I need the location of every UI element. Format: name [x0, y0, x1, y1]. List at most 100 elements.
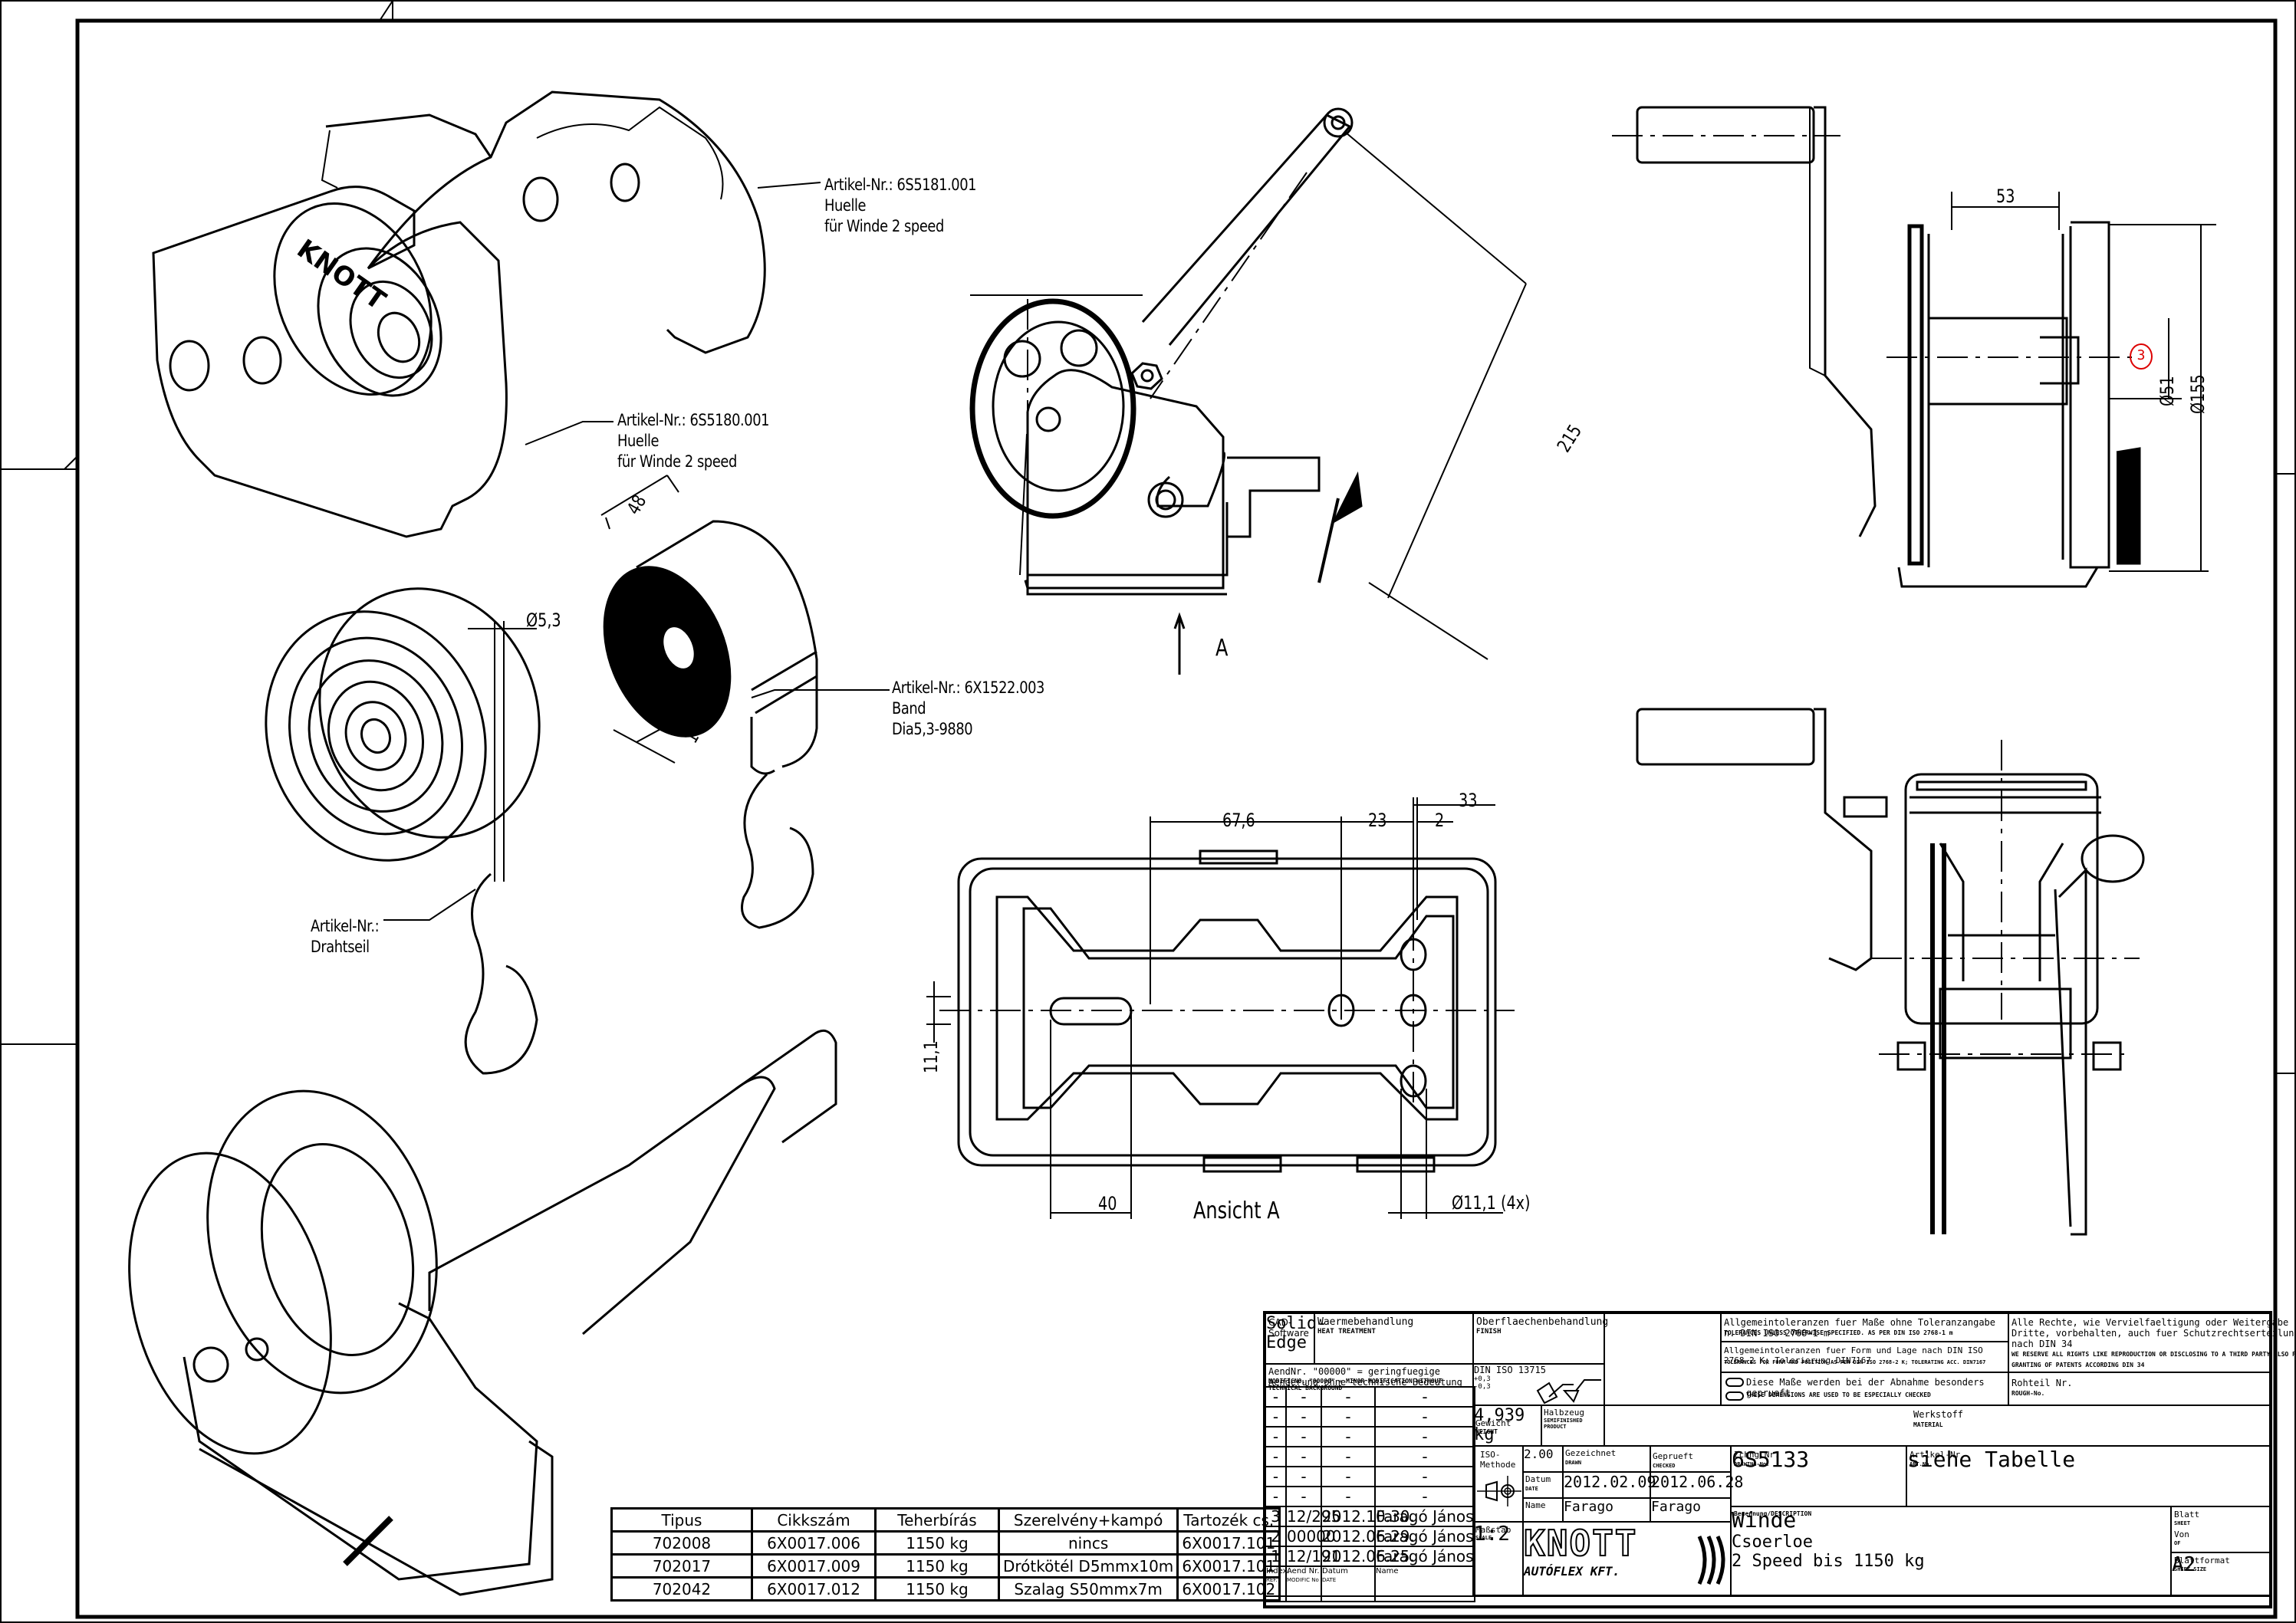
drawn-name: Farago	[1564, 1499, 1614, 1515]
edge-symbol-icon	[1536, 1379, 1601, 1405]
rev-name: -	[1374, 1386, 1475, 1408]
projection-method-icon	[1477, 1476, 1521, 1506]
rev-date: 2012.10.30.	[1321, 1506, 1415, 1527]
table-row: 702042 6X0017.012 1150 kg Szalag S50mmx7…	[610, 1576, 1281, 1602]
rev-mod: -	[1285, 1486, 1322, 1507]
dim-drum-core-diameter: Ø51	[2156, 376, 2178, 406]
tolerance-form-cell: Allgemeintoleranzen fuer Form und Lage n…	[1720, 1341, 2009, 1373]
rev-mod: 12/295	[1285, 1506, 1341, 1527]
rev-name: -	[1374, 1486, 1475, 1507]
knott-logo-embossed: KNOTT	[291, 234, 392, 317]
modno-label-en: MODIFIC No	[1287, 1577, 1319, 1583]
drawing-number: 6S5133	[1732, 1447, 1810, 1472]
callout-leaders	[383, 182, 890, 921]
cad-label: CAD-Software	[1268, 1317, 1309, 1339]
date-label-cell: Datum DATE	[1522, 1471, 1564, 1499]
rev-mod: -	[1285, 1426, 1322, 1447]
callout-line: Drahtseil	[311, 938, 370, 956]
weight-cell: Gewicht WEIGHT 4,939 kg	[1472, 1405, 1542, 1447]
table-cell: 6X0017.101	[1176, 1553, 1281, 1579]
callout-line: Artikel-Nr.:	[311, 917, 380, 935]
sheet-size-label-en: SHEET SIZE	[2174, 1566, 2207, 1572]
rough-no-cell: Rohteil Nr. ROUGH-No.	[2008, 1372, 2271, 1406]
date-label-en: DATE	[1525, 1486, 1538, 1492]
sheet-size-cell: Blattformat SHEET SIZE A2	[2170, 1552, 2271, 1596]
col-header: Teherbírás	[874, 1507, 1000, 1533]
checked-label-en: CHECKED	[1653, 1463, 1676, 1469]
dim-base-33: 33	[1459, 790, 1478, 811]
cad-software-cell: CAD-Software Solid-Edge	[1265, 1313, 1327, 1365]
edge-minus: -0,3	[1474, 1383, 1491, 1391]
material-label-en: MATERIAL	[1913, 1421, 1943, 1428]
callout-line: Band	[892, 699, 926, 718]
col-header: Tipus	[610, 1507, 753, 1533]
scale-label-en: SCALE	[1475, 1535, 1492, 1541]
company-subtitle: AUTÓFLEX KFT.	[1524, 1564, 1620, 1579]
rev-name: Faragó János	[1374, 1546, 1475, 1567]
article-number-cell: Artikel-Nr. ART.No. siehe Tabelle	[1906, 1445, 2271, 1507]
view-arrow-label: A	[1215, 635, 1229, 662]
rev-header-name: Name	[1374, 1566, 1475, 1602]
drawn-name-cell: Farago	[1562, 1497, 1651, 1523]
inner-frame	[75, 18, 2278, 1619]
revision-row: ----	[1265, 1386, 1475, 1408]
callout-line: für Winde 2 speed	[824, 217, 944, 235]
drawing-no-label: Zchng.Nr.	[1734, 1450, 1780, 1460]
table-cell: 6X0017.102	[1176, 1576, 1281, 1602]
callout-line: Artikel-Nr.: 6S5181.001	[824, 176, 977, 194]
rev-name: -	[1374, 1406, 1475, 1428]
table-cell: 6X0017.012	[751, 1576, 877, 1602]
parts-table-header: Tipus Cikkszám Teherbírás Szerelvény+kam…	[610, 1507, 1281, 1533]
rev-index: -	[1265, 1486, 1287, 1507]
scale-value: 1:2	[1474, 1523, 1510, 1546]
drawn-label: Gezeichnet	[1565, 1448, 1617, 1458]
of-label: Von	[2174, 1529, 2189, 1539]
checked-date: 2012.06.28	[1651, 1473, 1744, 1491]
revision-row: ----	[1265, 1406, 1475, 1428]
rev-name: Faragó János	[1374, 1526, 1475, 1547]
table-cell: 6X0017.009	[751, 1553, 877, 1579]
rev-mod: -	[1285, 1466, 1322, 1487]
callout-line: für Winde 2 speed	[617, 452, 737, 471]
tolerance-general-en: TOLERANCES UNLESS OTHERWISE SPECIFIED. A…	[1724, 1329, 1953, 1336]
dim-drum-diameter: Ø155	[2187, 374, 2209, 414]
rights-cell: Alle Rechte, wie Vervielfaeltigung oder …	[2008, 1313, 2296, 1373]
revision-row: ----	[1265, 1466, 1475, 1487]
callout-line: Huelle	[617, 432, 660, 450]
table-cell: 702017	[610, 1553, 753, 1579]
scale-cell: Maßstab SCALE 1:2	[1472, 1521, 1524, 1596]
parts-table: Tipus Cikkszám Teherbírás Szerelvény+kam…	[610, 1507, 1281, 1602]
description-cell: Benennung/DESCRIPTION Winde Csoerloe 2 S…	[1730, 1506, 2172, 1596]
callout-line: Huelle	[824, 196, 867, 215]
semi-product-area	[1605, 1406, 1724, 1445]
material-cell: Werkstoff MATERIAL	[1604, 1405, 2271, 1447]
view-label-ansicht-a: Ansicht A	[1193, 1198, 1280, 1224]
description-label: Benennung/DESCRIPTION	[1734, 1510, 1812, 1517]
drawing-no-label-en: DRAWING-No.	[1734, 1461, 1770, 1467]
sheet-label-en: SHEET	[2174, 1520, 2191, 1526]
rights-note: Alle Rechte, wie Vervielfaeltigung oder …	[2011, 1317, 2296, 1349]
semi-label-en: SEMIFINISHED PRODUCT	[1544, 1418, 1583, 1430]
rev-index: -	[1265, 1446, 1287, 1467]
rev-index: -	[1265, 1406, 1287, 1428]
rev-header-index: Index.REF.	[1265, 1566, 1290, 1602]
rev-mod: -	[1285, 1406, 1322, 1428]
iso-value-cell: 2.00	[1522, 1445, 1564, 1473]
checked-dimensions-cell: Diese Maße werden bei der Abnahme besond…	[1720, 1372, 2009, 1406]
rev-date: -	[1321, 1426, 1376, 1447]
rights-note-en: WE RESERVE ALL RIGHTS LIKE REPRODUCTION …	[2011, 1351, 2296, 1368]
article-number: siehe Tabelle	[1907, 1447, 2076, 1472]
table-cell: Drótkötél D5mmx10m	[997, 1553, 1179, 1579]
drawn-date-cell: 2012.02.09	[1562, 1471, 1656, 1499]
dim-base-67-6: 67,6	[1222, 810, 1255, 831]
checked-label: Geprueft	[1653, 1451, 1693, 1461]
index-label: Index.	[1266, 1567, 1290, 1575]
article-label-en: ART.No.	[1909, 1461, 1933, 1467]
rev-index: -	[1265, 1426, 1287, 1447]
iso-method-cell: ISO-Methode	[1472, 1445, 1524, 1523]
fold-marks	[0, 0, 2296, 1074]
strap-band-isometric	[600, 475, 818, 929]
